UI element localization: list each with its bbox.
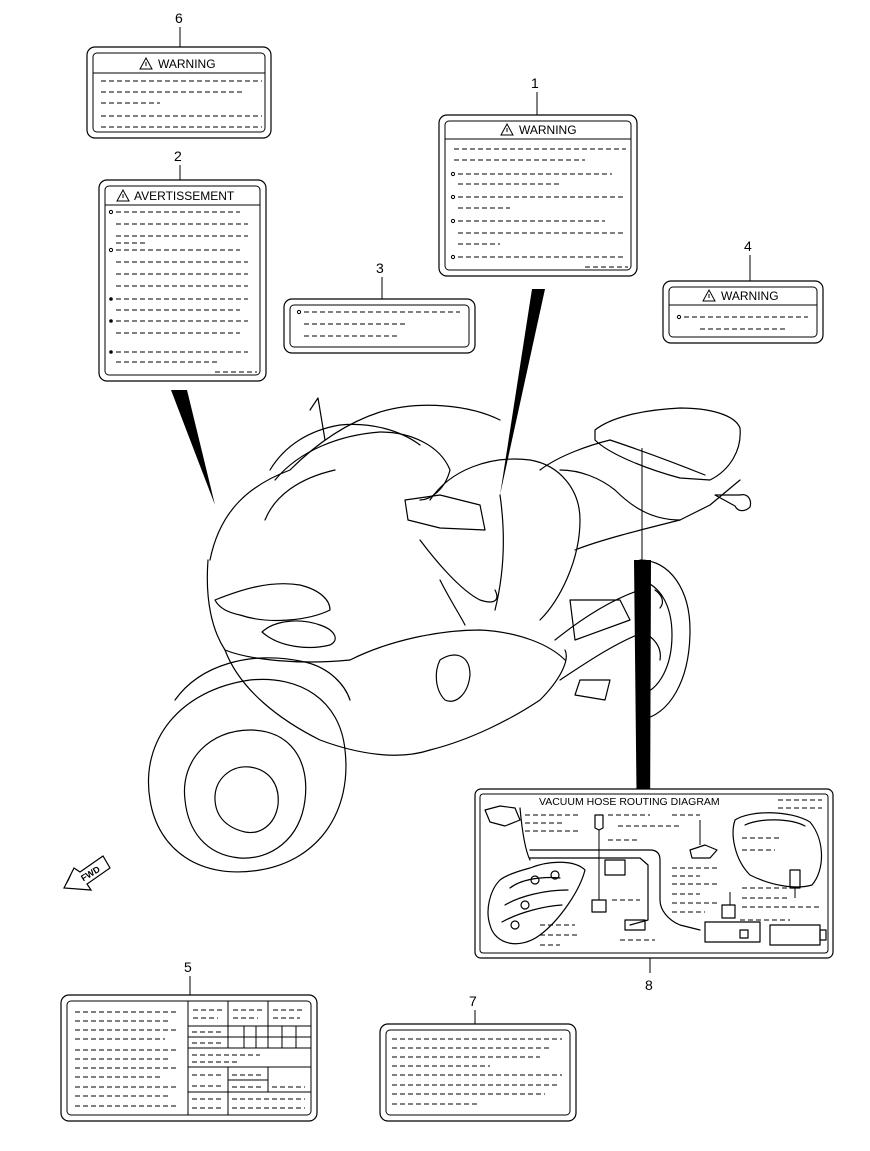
- fwd-arrow-icon: FWD: [63, 855, 111, 891]
- label-4-title: WARNING: [721, 289, 779, 303]
- label-2-title: AVERTISSEMENT: [134, 189, 235, 203]
- label-1-title: WARNING: [519, 123, 577, 137]
- label-6-title: WARNING: [158, 57, 216, 71]
- callout-6: 6: [175, 10, 183, 26]
- callout-5: 5: [184, 959, 192, 975]
- label-7[interactable]: 7: [379, 993, 577, 1122]
- label-8-title: VACUUM HOSE ROUTING DIAGRAM: [539, 796, 720, 808]
- pointer-label-8: [634, 560, 651, 838]
- callout-8: 8: [645, 977, 653, 993]
- label-2[interactable]: 2 AVERTISSEMENT: [98, 148, 267, 382]
- hose-schematic: [484, 805, 827, 946]
- pointer-label-2: [171, 390, 215, 505]
- callout-4: 4: [744, 238, 752, 254]
- warning-triangle-icon: [702, 288, 716, 302]
- callout-3: 3: [376, 260, 384, 276]
- callout-1: 1: [531, 75, 539, 91]
- pointer-label-1: [500, 289, 545, 495]
- warning-triangle-icon: [139, 56, 153, 70]
- label-3[interactable]: 3: [283, 260, 476, 354]
- callout-2: 2: [174, 148, 182, 164]
- label-1[interactable]: 1 WARNING: [438, 75, 638, 277]
- label-4[interactable]: 4 WARNING: [662, 238, 824, 344]
- warning-triangle-icon: [116, 188, 130, 202]
- callout-7: 7: [469, 993, 477, 1009]
- warning-triangle-icon: [500, 122, 514, 136]
- label-8[interactable]: VACUUM HOSE ROUTING DIAGRAM: [474, 788, 834, 993]
- label-5[interactable]: 5: [60, 959, 318, 1122]
- label-6[interactable]: 6 WARNING: [86, 10, 272, 139]
- motorcycle-illustration: [148, 397, 752, 873]
